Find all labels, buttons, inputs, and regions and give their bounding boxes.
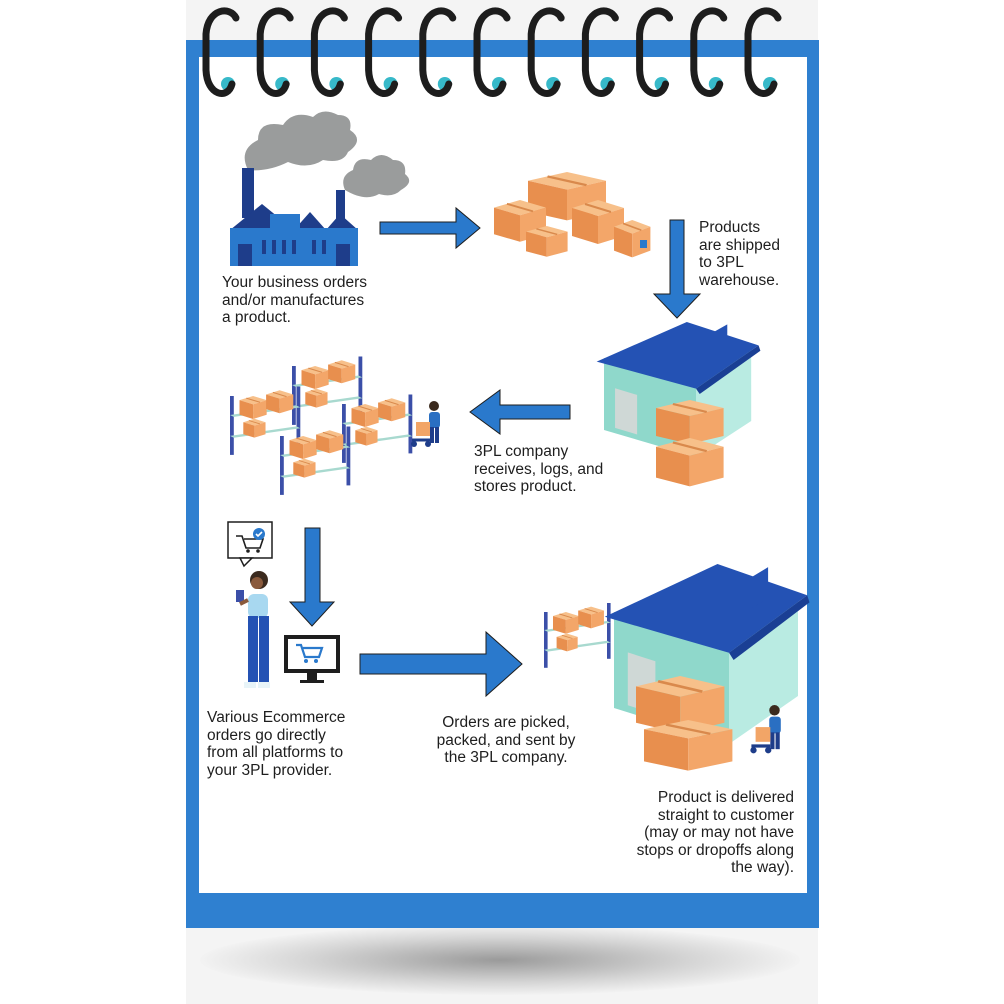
binding-ring [419,7,457,97]
step-text-3pl-receives: 3PL company receives, logs, and stores p… [474,443,604,495]
storage-shelves-icon [230,357,412,495]
shopper-with-phone-icon [236,571,270,688]
binding-ring [527,7,565,97]
binding-ring [365,7,403,97]
binding-ring [636,7,674,97]
warehouse-worker-icon [409,399,442,449]
binding-ring [473,7,511,97]
binding-ring [744,7,782,97]
binding-ring [310,7,348,97]
flow-arrow-icon [288,206,702,698]
step-text-ecommerce-orders: Various Ecommerce orders go directly fro… [207,709,346,779]
binding-ring [256,7,294,97]
binding-ring [690,7,728,97]
notepad-shadow [200,925,800,995]
binding-ring [202,7,240,97]
binding-ring [581,7,619,97]
spiral-binding [202,7,782,97]
page-margin-left [0,0,186,1004]
cardboard-boxes-icon [493,170,652,259]
page-margin-right [818,0,1004,1004]
step-text-product-delivered: Product is delivered straight to custome… [636,789,794,876]
step-text-orders-picked: Orders are picked, packed, and sent by t… [436,714,576,766]
factory-icon [230,111,410,266]
step-text-business-orders: Your business orders and/or manufactures… [222,274,368,326]
warehouse-icon [596,322,761,488]
cart-check-bubble-icon [227,521,273,568]
step-text-shipped-to-3pl: Products are shipped to 3PL warehouse. [699,219,781,289]
monitor-cart-icon [284,635,340,683]
